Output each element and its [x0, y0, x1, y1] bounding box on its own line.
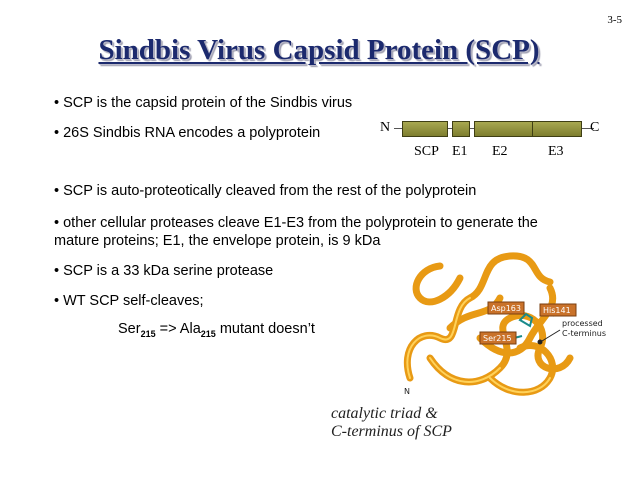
bullet-autocleave: • SCP is auto-proteotically cleaved from…: [54, 183, 477, 199]
ala-subscript: 215: [200, 329, 216, 339]
segment-e2-box: [474, 121, 536, 137]
processed-cterminus-dot: [537, 339, 543, 345]
bullet-capsid: • SCP is the capsid protein of the Sindb…: [54, 95, 353, 111]
his-label-box: [539, 303, 577, 317]
segment-e3-label: E3: [548, 144, 564, 159]
segment-e2-label: E2: [492, 144, 508, 159]
ribbon-strands: [403, 252, 574, 396]
ser-label: Ser215: [483, 334, 512, 343]
ser-subscript: 215: [140, 329, 156, 339]
c-terminus-label: C: [590, 120, 600, 135]
segment-scp-box: [402, 121, 448, 137]
segment-scp-label: SCP: [414, 144, 439, 159]
his-label: His141: [543, 306, 571, 315]
arrow-text: => Ala: [155, 321, 201, 337]
mutant-rest-text: mutant doesn’t: [215, 321, 315, 337]
polyprotein-diagram: N C SCP E1 E2 E3: [380, 118, 610, 168]
slide-number: 3-5: [607, 14, 622, 26]
protein-structure-image: Asp163 His141 Ser215 processed C-terminu…: [403, 252, 606, 396]
figure-caption: catalytic triad & C-terminus of SCP: [331, 405, 452, 441]
n-terminus-structure-label: N: [404, 387, 410, 396]
ser-label-box: [479, 331, 517, 345]
mutant-line: Ser215 => Ala215 mutant doesn’t: [118, 321, 315, 339]
segment-e3-box: [532, 121, 582, 137]
n-terminus-label: N: [380, 120, 391, 135]
slide-title: Sindbis Virus Capsid Protein (SCP): [98, 34, 540, 66]
bullet-cellular-proteases: • other cellular proteases cleave E1-E3 …: [54, 215, 538, 249]
pointer-line: [541, 329, 561, 342]
caption-line-1: catalytic triad &: [331, 405, 438, 422]
processed-label: processed: [562, 319, 603, 328]
asp-label-box: [487, 301, 525, 315]
cterminus-label: C-terminus: [562, 329, 606, 338]
ser-text: Ser: [118, 321, 141, 337]
caption-line-2: C-terminus of SCP: [331, 423, 452, 440]
bullet-polyprotein: • 26S Sindbis RNA encodes a polyprotein: [54, 125, 321, 141]
ribbon-highlights: [406, 297, 551, 394]
asp-label: Asp163: [491, 304, 521, 313]
segment-e1-label: E1: [452, 144, 468, 159]
bullet-serine-protease: • SCP is a 33 kDa serine protease: [54, 263, 274, 279]
segment-e1-box: [452, 121, 470, 137]
bullet-self-cleaves: • WT SCP self-cleaves;: [54, 293, 204, 309]
